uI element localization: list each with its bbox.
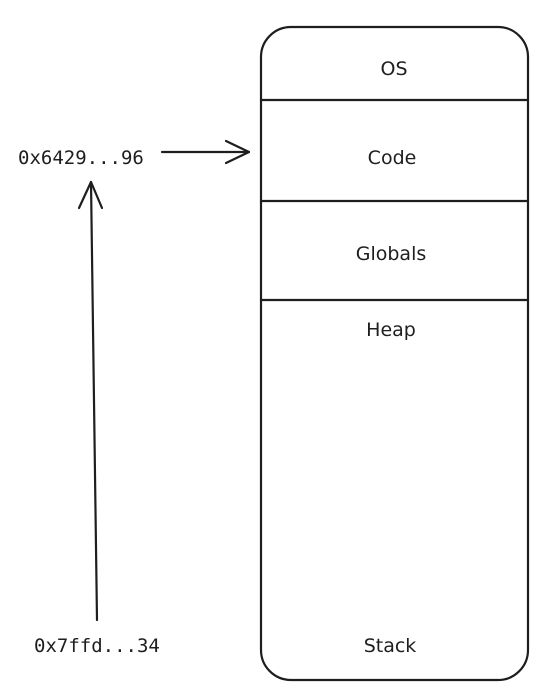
segment-code-label: Code (368, 147, 417, 169)
segment-globals-label: Globals (356, 243, 427, 265)
segment-heap-label: Heap (366, 319, 416, 341)
memory-block (259, 25, 530, 682)
arrow-to-code-icon (160, 139, 251, 165)
segment-os-label: OS (380, 58, 407, 80)
segment-stack-label: Stack (364, 635, 417, 657)
code-address-label: 0x6429...96 (18, 147, 144, 169)
arrow-up-icon (77, 180, 104, 622)
stack-address-label: 0x7ffd...34 (34, 635, 160, 657)
